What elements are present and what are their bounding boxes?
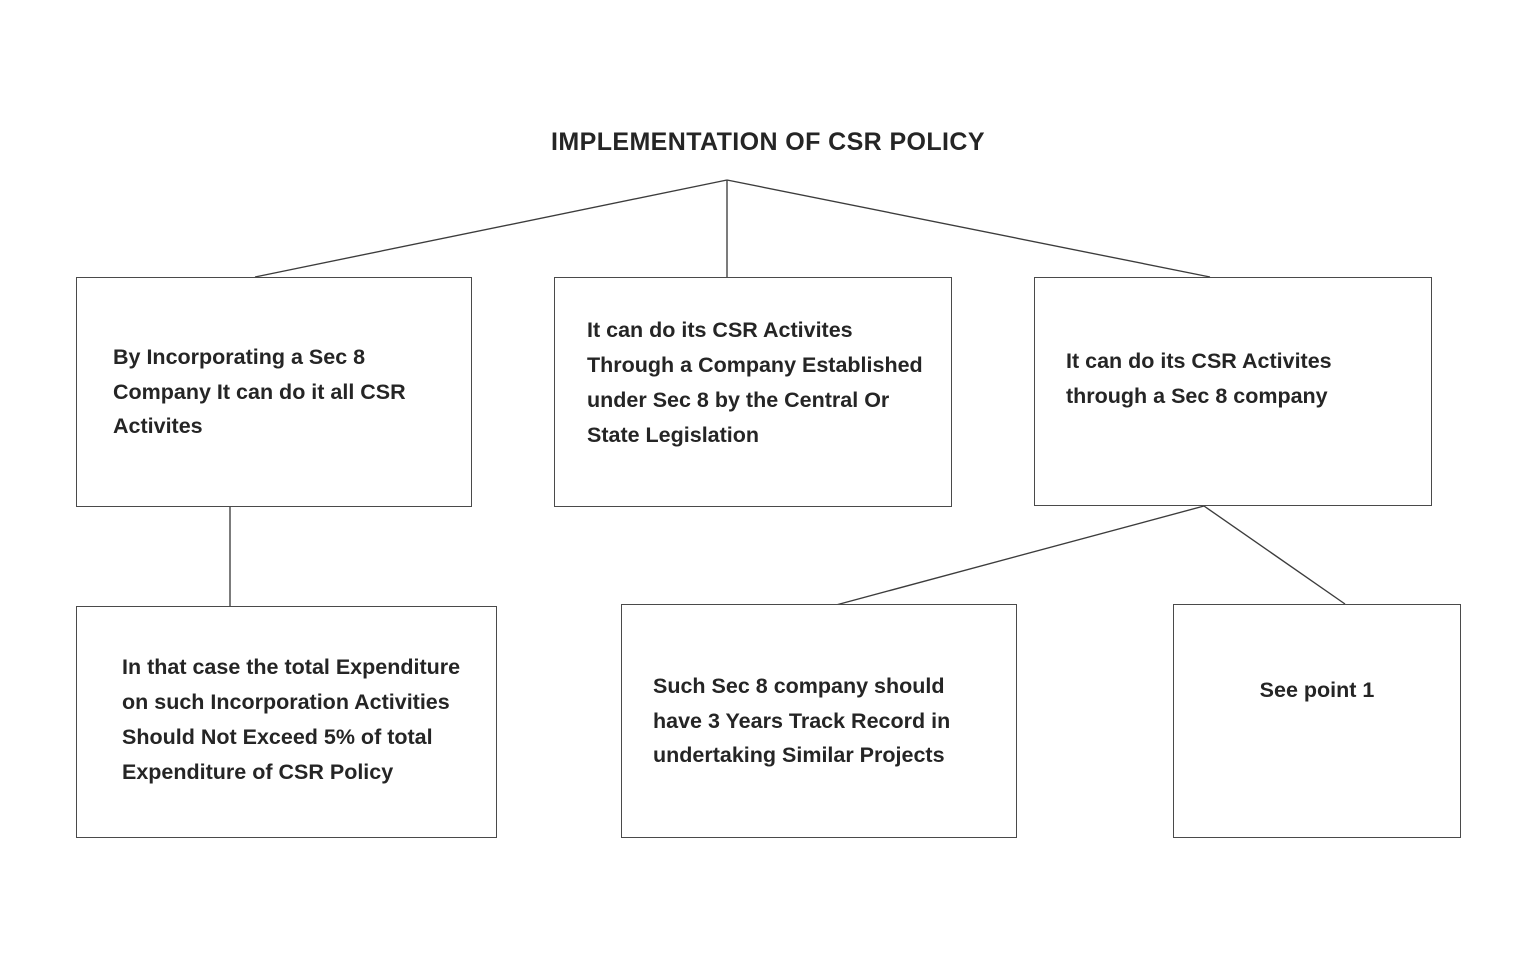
node-see-point-1[interactable]: See point 1 [1173,604,1461,838]
node-track-record-label: Such Sec 8 company should have 3 Years T… [653,673,951,768]
node-central-state-legislation[interactable]: It can do its CSR Activites Through a Co… [554,277,952,507]
node-central-state-legislation-label: It can do its CSR Activites Through a Co… [587,318,923,447]
node-expenditure-cap[interactable]: In that case the total Expenditure on su… [76,606,497,838]
node-sec8-incorporate-label: By Incorporating a Sec 8 Company It can … [113,344,406,439]
node-track-record[interactable]: Such Sec 8 company should have 3 Years T… [621,604,1017,838]
node-through-sec8-label: It can do its CSR Activites through a Se… [1066,348,1332,408]
node-through-sec8[interactable]: It can do its CSR Activites through a Se… [1034,277,1432,506]
connector-through-sec8-to-see-point-1 [1203,505,1346,605]
node-see-point-1-label: See point 1 [1259,677,1375,702]
connector-root-to-through-sec8 [726,179,1211,278]
node-sec8-incorporate[interactable]: By Incorporating a Sec 8 Company It can … [76,277,472,507]
connector-through-sec8-to-track-record [835,505,1205,606]
node-expenditure-cap-label: In that case the total Expenditure on su… [122,655,461,784]
connector-root-to-sec8-incorporate [254,179,728,278]
page-title: IMPLEMENTATION OF CSR POLICY [551,128,985,156]
